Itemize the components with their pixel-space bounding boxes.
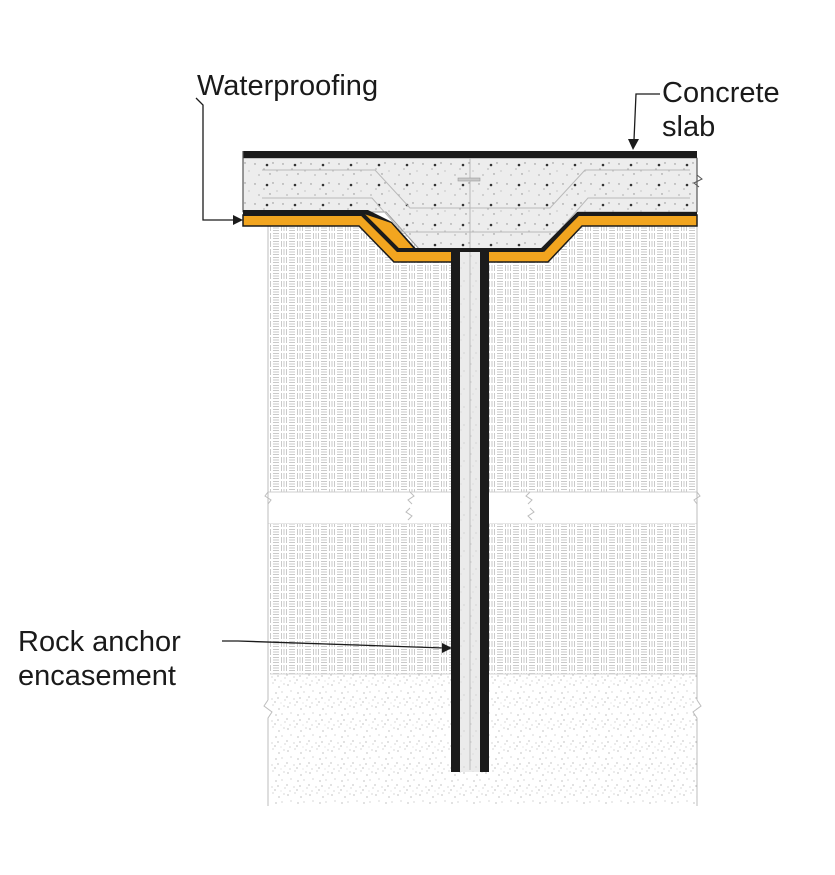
break-mark-left <box>263 224 273 806</box>
leader-waterproofing <box>195 97 236 221</box>
label-waterproofing: Waterproofing <box>197 70 379 102</box>
break-mark-right <box>692 224 702 806</box>
slab-top-line <box>243 151 697 158</box>
encasement-wall-left <box>451 250 460 772</box>
leader-rock-anchor <box>222 640 445 649</box>
label-concrete-slab: Concrete slab <box>662 77 780 144</box>
slab-reinforcement <box>262 169 690 233</box>
label-rock-anchor-encasement: Rock anchor encasement <box>18 626 181 693</box>
encasement-wall-right <box>480 250 489 772</box>
leader-concrete-slab <box>633 93 660 141</box>
